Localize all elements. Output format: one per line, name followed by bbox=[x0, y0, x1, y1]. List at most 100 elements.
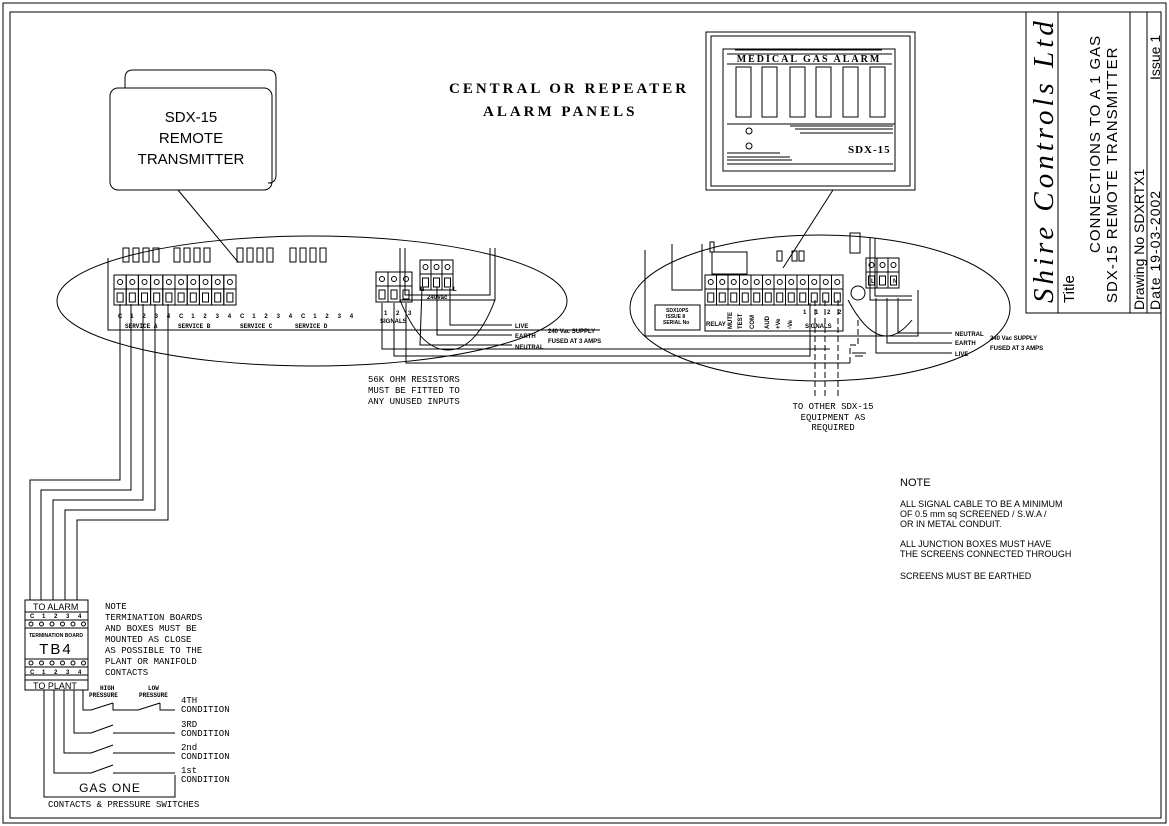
screw-icon bbox=[433, 264, 440, 270]
terminal-label: 1 bbox=[815, 310, 819, 316]
svg-text:REQUIRED: REQUIRED bbox=[811, 423, 854, 433]
terminal-screw bbox=[762, 274, 775, 290]
svg-text:N: N bbox=[893, 279, 897, 285]
terminal-icon bbox=[81, 621, 86, 627]
svg-text:FUSED AT 3 AMPS: FUSED AT 3 AMPS bbox=[548, 339, 601, 345]
svg-text:SDX10PS: SDX10PS bbox=[666, 308, 689, 314]
general-note: NOTE ALL SIGNAL CABLE TO BE A MINIMUM OF… bbox=[900, 477, 1071, 581]
terminal-screw bbox=[223, 274, 237, 290]
svg-text:AND BOXES MUST BE: AND BOXES MUST BE bbox=[105, 624, 197, 634]
terminal-icon bbox=[60, 660, 65, 666]
power-terminal-block bbox=[865, 257, 900, 289]
terminal-label: +Ve bbox=[776, 318, 782, 329]
terminal-clamp bbox=[762, 288, 775, 306]
terminal-screw bbox=[375, 271, 389, 287]
terminal-icon bbox=[39, 660, 44, 666]
terminal-label: 2 bbox=[54, 670, 58, 676]
svg-text:ISSUE 8: ISSUE 8 bbox=[666, 314, 685, 320]
terminal-screw bbox=[716, 274, 729, 290]
terminal-clamp bbox=[727, 288, 740, 306]
svg-text:MUST BE FITTED TO: MUST BE FITTED TO bbox=[368, 386, 460, 396]
svg-text:LIVE: LIVE bbox=[515, 324, 528, 330]
terminal-screw bbox=[162, 274, 176, 290]
terminal-label: 4 bbox=[78, 614, 82, 620]
screw-icon bbox=[141, 279, 148, 285]
service-a-label: SERVICE A bbox=[125, 323, 158, 330]
terminal-label: 1 bbox=[42, 670, 46, 676]
terminal-label: 4 bbox=[167, 314, 171, 320]
screw-icon bbox=[403, 276, 409, 282]
screw-icon bbox=[444, 264, 451, 270]
terminal-clamp bbox=[887, 271, 900, 289]
terminal-label: 1 bbox=[191, 314, 195, 320]
service-d-label: SERVICE D bbox=[295, 323, 328, 330]
terminal-label: 2 bbox=[264, 314, 268, 320]
terminal-screw bbox=[186, 274, 200, 290]
terminal-clamp bbox=[174, 288, 188, 306]
terminal-screw bbox=[796, 274, 809, 290]
terminal-screw bbox=[819, 274, 832, 290]
svg-text:240 Vac SUPPLY: 240 Vac SUPPLY bbox=[990, 336, 1037, 342]
svg-text:OF 0.5 mm sq SCREENED / S.W.A: OF 0.5 mm sq SCREENED / S.W.A / bbox=[900, 509, 1047, 519]
svg-text:LIVE: LIVE bbox=[955, 352, 968, 358]
screw-icon bbox=[890, 262, 897, 268]
terminal-label: 2 bbox=[203, 314, 207, 320]
terminal-clamp bbox=[137, 288, 152, 306]
screw-icon bbox=[799, 279, 806, 285]
resistor-icon bbox=[309, 247, 317, 263]
terminal-clamp bbox=[716, 288, 729, 306]
terminal-icon bbox=[81, 660, 86, 666]
terminal-screw bbox=[211, 274, 225, 290]
svg-text:L: L bbox=[453, 287, 457, 293]
terminal-screw bbox=[808, 274, 821, 290]
svg-text:1: 1 bbox=[384, 311, 388, 317]
terminal-clamp bbox=[198, 288, 213, 306]
alarm-terminal-block bbox=[704, 274, 844, 306]
svg-text:1st: 1st bbox=[181, 766, 197, 776]
svg-text:OR IN METAL CONDUIT.: OR IN METAL CONDUIT. bbox=[900, 519, 1002, 529]
svg-text:NEUTRAL: NEUTRAL bbox=[515, 345, 544, 351]
resistor-icon bbox=[152, 247, 160, 263]
terminal-label: AUD bbox=[765, 315, 771, 329]
terminal-icon bbox=[49, 621, 55, 627]
svg-text:CONDITION: CONDITION bbox=[181, 752, 230, 762]
terminal-clamp bbox=[773, 288, 786, 306]
terminal-label: 4 bbox=[350, 314, 354, 320]
terminal-label: 4 bbox=[228, 314, 232, 320]
terminal-screw bbox=[137, 274, 152, 290]
resistor-icon bbox=[122, 247, 130, 263]
screw-icon bbox=[422, 264, 429, 270]
svg-text:L: L bbox=[871, 279, 875, 285]
terminal-clamp bbox=[211, 288, 225, 306]
terminal-screw bbox=[399, 271, 413, 287]
inner-border bbox=[9, 11, 1162, 819]
screw-icon bbox=[117, 279, 124, 285]
service-terminal-block bbox=[113, 274, 237, 306]
screw-icon bbox=[742, 279, 749, 285]
terminal-screw bbox=[831, 274, 844, 290]
terminal-icon bbox=[39, 621, 44, 627]
terminal-label: 2 bbox=[838, 310, 842, 316]
terminal-label: 2 bbox=[54, 614, 58, 620]
svg-text:SDX-15: SDX-15 bbox=[165, 109, 218, 126]
terminal-icon bbox=[60, 621, 65, 627]
terminal-icon bbox=[28, 621, 34, 627]
gas-label: GAS ONE bbox=[79, 781, 141, 795]
terminal-label: 1 bbox=[803, 310, 807, 316]
screw-icon bbox=[811, 279, 818, 285]
svg-text:NOTE: NOTE bbox=[900, 477, 931, 489]
terminal-clamp bbox=[113, 288, 127, 306]
screw-icon bbox=[153, 279, 160, 285]
terminal-icon bbox=[70, 660, 76, 666]
terminal-label: C bbox=[240, 314, 245, 320]
svg-text:2: 2 bbox=[396, 311, 400, 317]
terminal-screw bbox=[739, 274, 752, 290]
svg-text:CONDITION: CONDITION bbox=[181, 705, 230, 715]
svg-text:2nd: 2nd bbox=[181, 743, 197, 753]
screw-icon bbox=[214, 279, 221, 285]
terminal-label: 2 bbox=[325, 314, 329, 320]
terminal-label: 3 bbox=[66, 614, 70, 620]
terminal-clamp bbox=[441, 273, 454, 291]
terminal-label: RELAY bbox=[706, 322, 726, 328]
